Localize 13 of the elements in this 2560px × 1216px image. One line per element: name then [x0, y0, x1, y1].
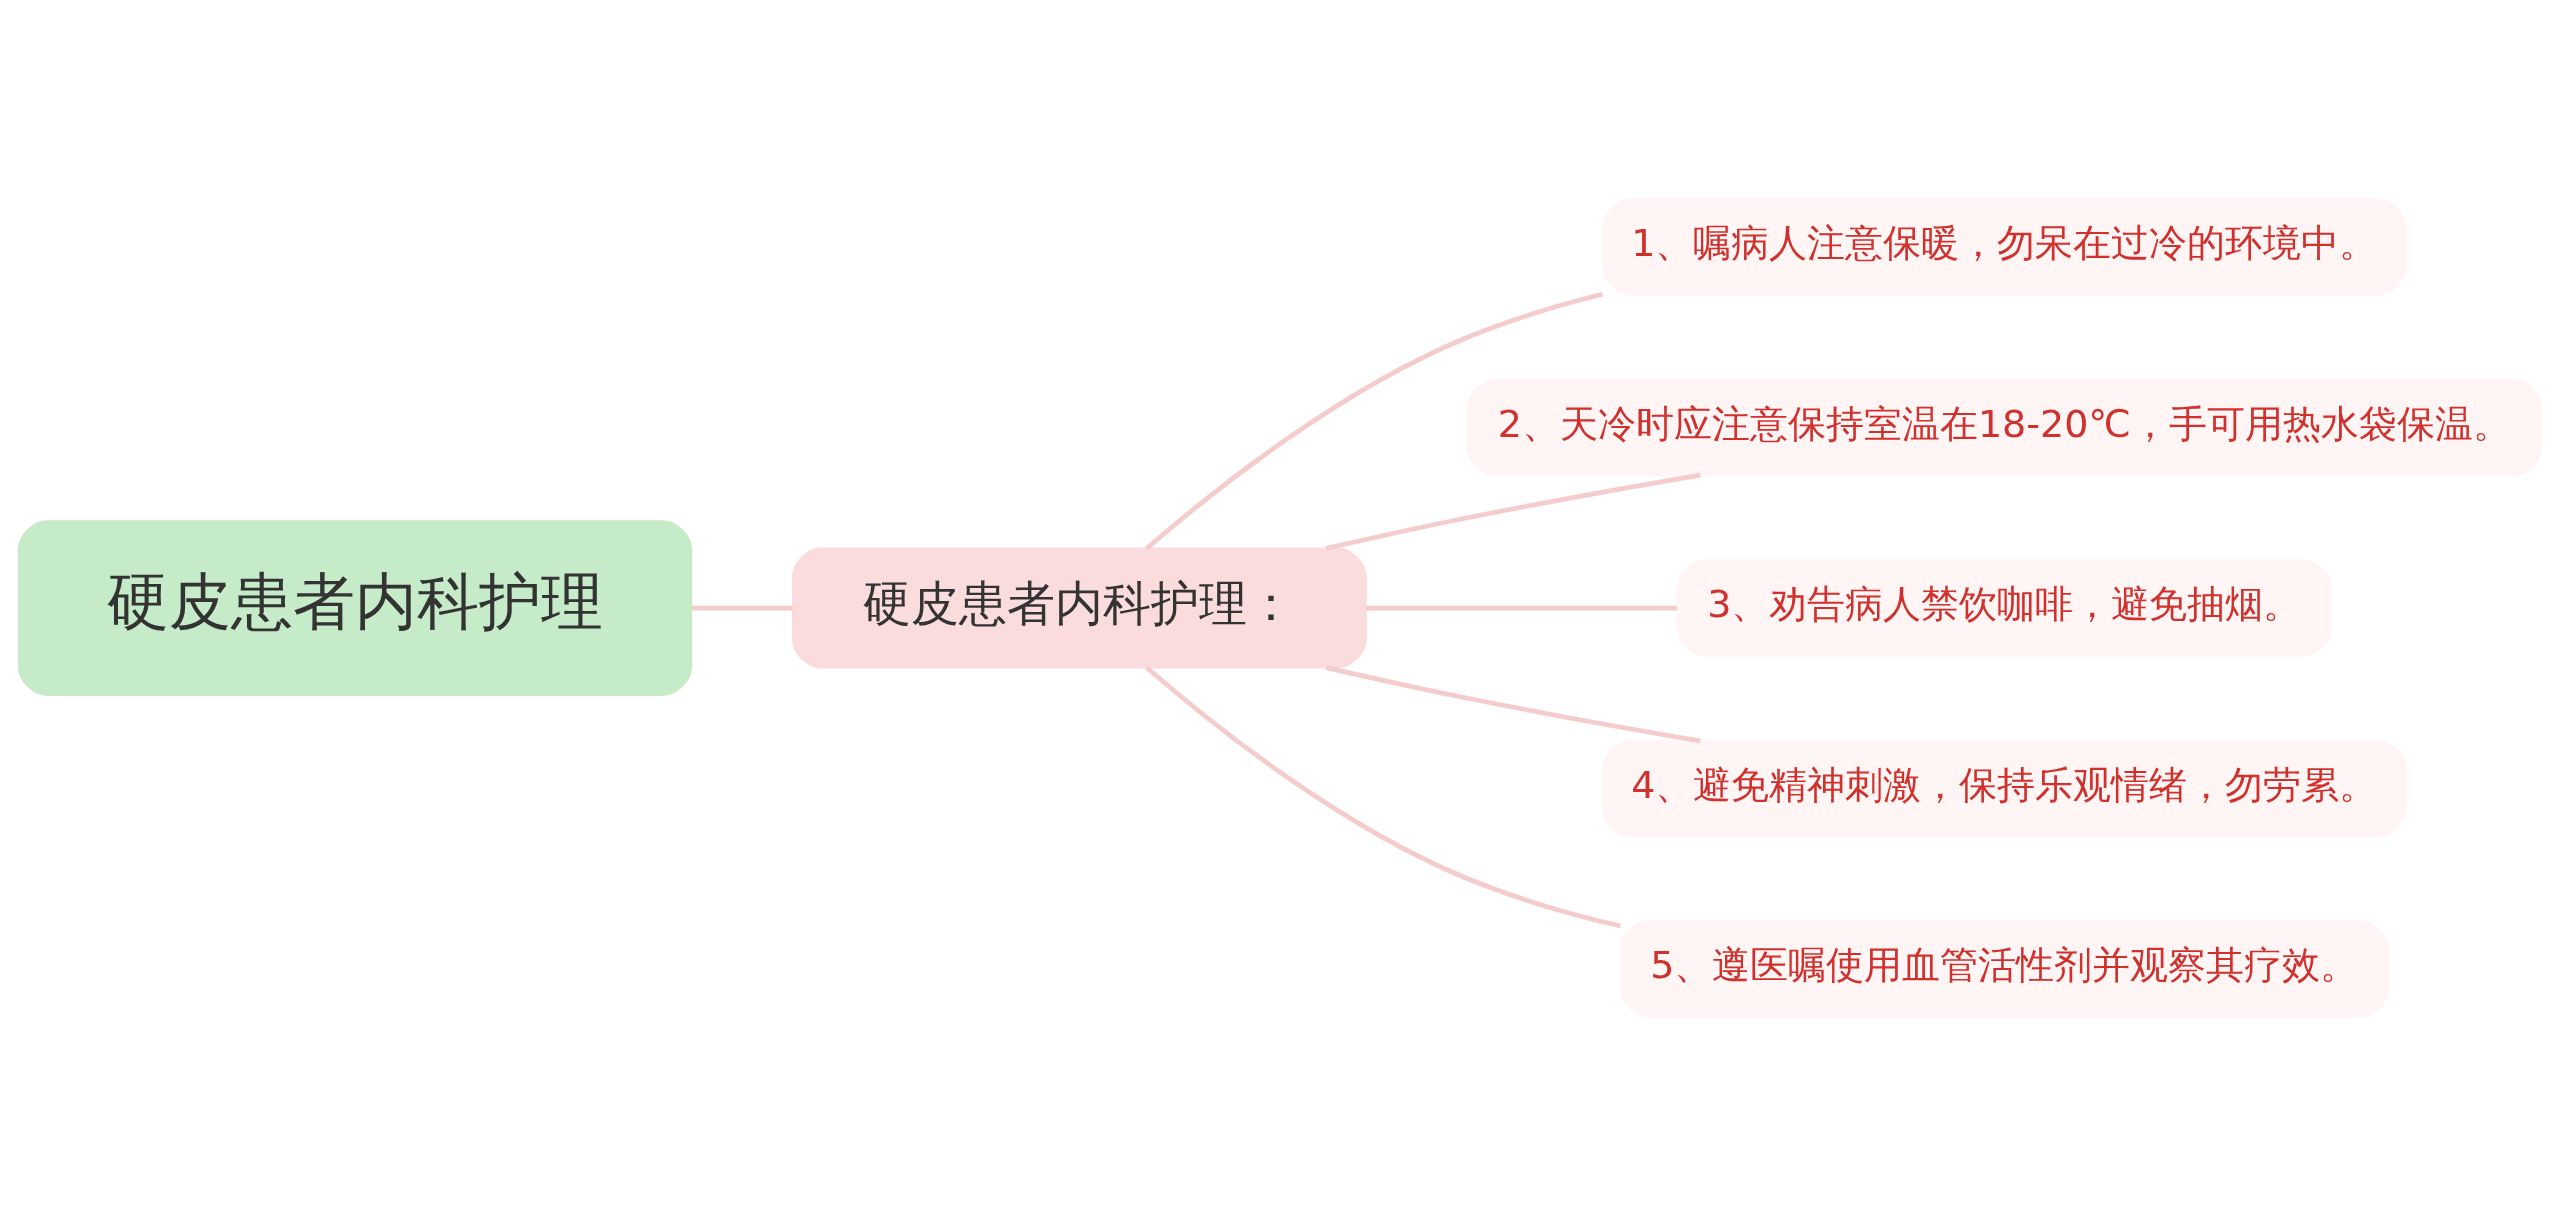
node-box: 2、天冷时应注意保持室温在18-20℃，手可用热水袋保温。 — [1466, 378, 2543, 477]
node-box: 硬皮患者内科护理： — [791, 547, 1367, 669]
node-box: 3、劝告病人禁饮咖啡，避免抽烟。 — [1676, 559, 2333, 657]
connector — [691, 605, 793, 611]
connector — [1145, 291, 1604, 551]
node-box: 4、避免精神刺激，保持乐观情绪，勿劳累。 — [1601, 739, 2407, 838]
node-box: 1、嘱病人注意保暖，勿呆在过冷的环境中。 — [1601, 198, 2407, 296]
connector — [1325, 472, 1701, 551]
connector — [1325, 665, 1701, 744]
node-box: 硬皮患者内科护理 — [17, 520, 693, 696]
connector — [1365, 605, 1678, 611]
node-box: 5、遵医嘱使用血管活性剂并观察其疗效。 — [1619, 920, 2390, 1018]
connector — [1145, 665, 1621, 929]
